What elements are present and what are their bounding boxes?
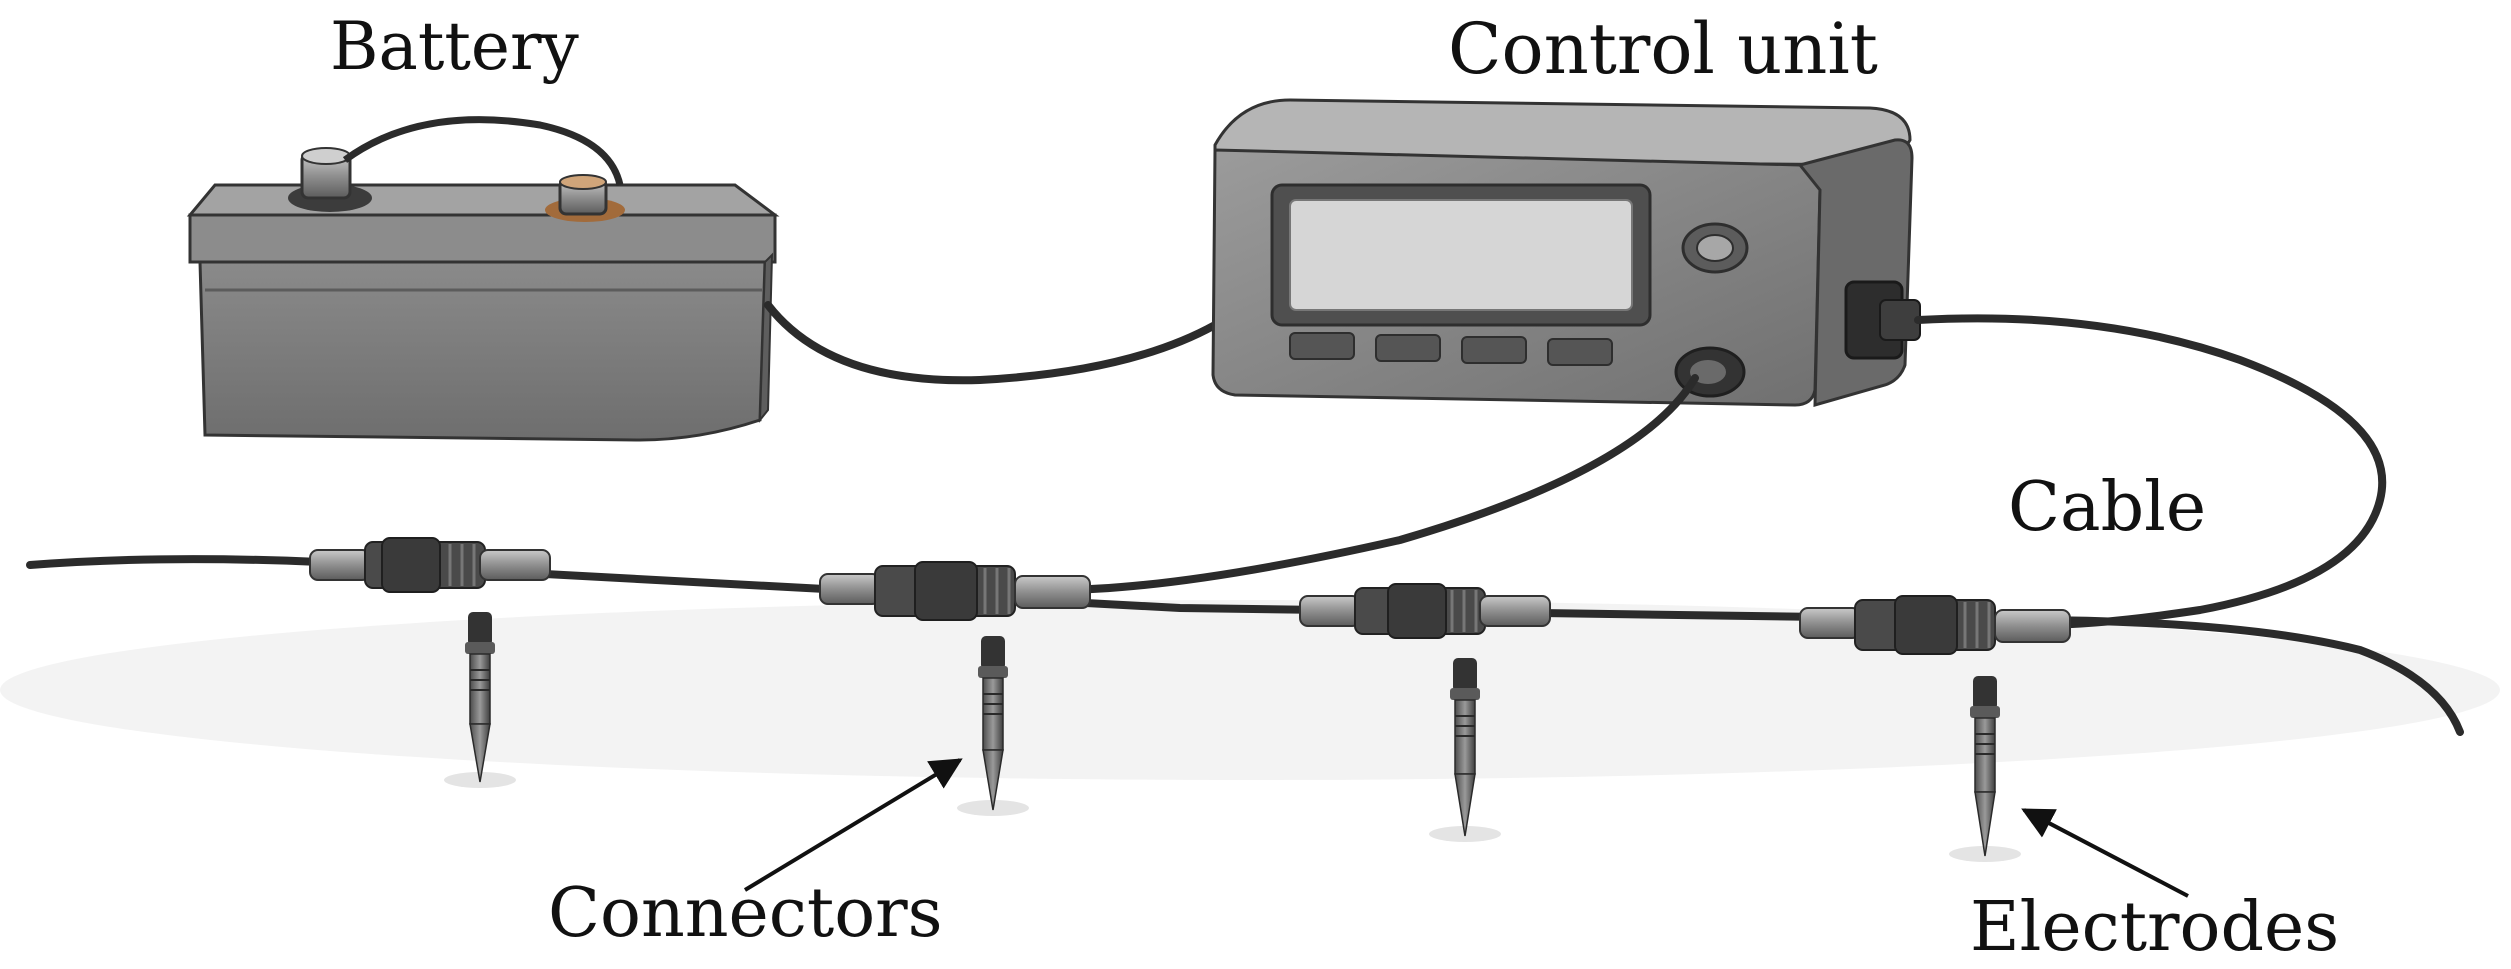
battery-icon — [186, 116, 780, 442]
control-unit-icon — [1211, 98, 1921, 408]
cable-connector-icon — [1799, 595, 2071, 655]
ground-shadow — [0, 600, 2500, 780]
cable-label: Cable — [2008, 468, 2207, 547]
electrode-spike-icon — [1429, 658, 1501, 842]
cable-connector-icon — [1299, 583, 1551, 639]
control-to-connector-cable — [1051, 374, 1699, 594]
electrode-spike-icon — [1949, 676, 2021, 862]
control-unit-label: Control unit — [1448, 8, 1878, 90]
electrode-spike-icon — [444, 612, 516, 788]
cable-connector-icon — [309, 537, 551, 593]
connectors-label: Connectors — [548, 874, 943, 953]
main-cable — [26, 555, 2464, 736]
electrode-spike-icon — [957, 636, 1029, 816]
electrodes-label: Electrodes — [1970, 888, 2340, 967]
cable-connector-icon — [819, 561, 1091, 621]
battery-label: Battery — [330, 8, 579, 85]
electrodes-arrow — [2021, 808, 2189, 898]
side-cable — [1914, 314, 2387, 629]
battery-to-control-cable — [764, 301, 1219, 385]
connectors-arrow — [743, 758, 963, 892]
